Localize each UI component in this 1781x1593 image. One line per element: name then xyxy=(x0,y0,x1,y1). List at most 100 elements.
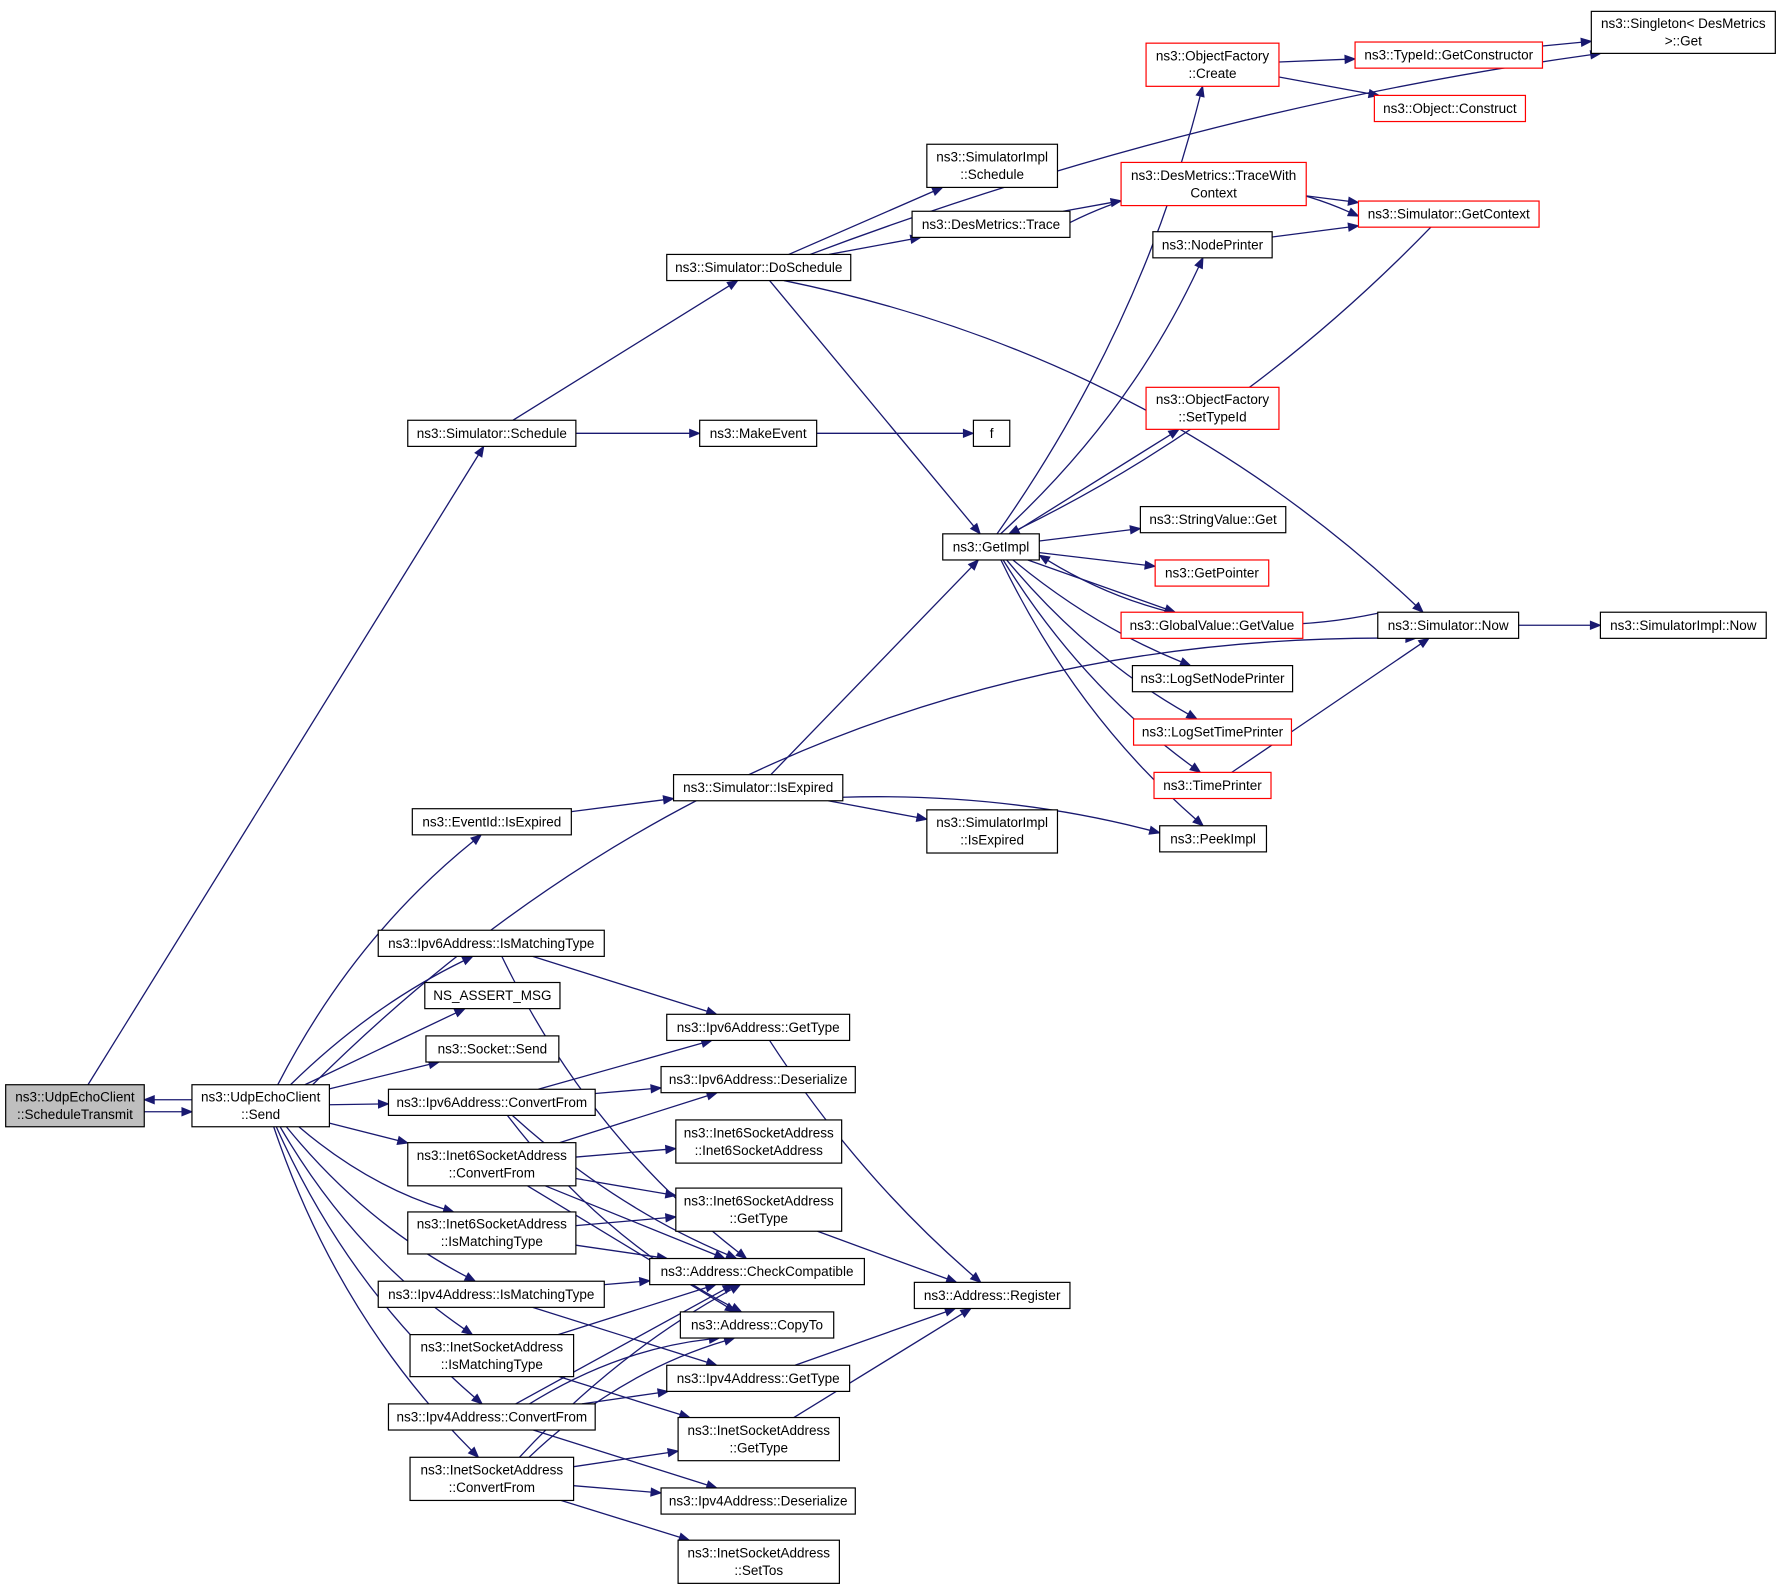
node-ipv6-ismatching[interactable]: ns3::Ipv6Address::IsMatchingType xyxy=(377,929,605,957)
node-label: ns3::ObjectFactory xyxy=(1156,48,1270,63)
node-label: ns3::MakeEvent xyxy=(710,426,807,441)
arrowhead xyxy=(463,1272,477,1282)
node-ipv6-gettype[interactable]: ns3::Ipv6Address::GetType xyxy=(666,1013,851,1042)
edge-inet-convertfrom-to-inet-gettype xyxy=(573,1447,680,1468)
node-simimpl-isexpired[interactable]: ns3::SimulatorImpl::IsExpired xyxy=(926,809,1059,854)
node-label: ns3::Address::CopyTo xyxy=(691,1317,823,1332)
node-addr-checkcompat[interactable]: ns3::Address::CheckCompatible xyxy=(649,1257,865,1286)
node-ipv4-gettype[interactable]: ns3::Ipv4Address::GetType xyxy=(666,1364,851,1393)
node-label: ns3::NodePrinter xyxy=(1162,237,1264,252)
node-box xyxy=(1357,200,1540,228)
node-desmetrics-trace[interactable]: ns3::DesMetrics::Trace xyxy=(911,210,1071,238)
node-inet-gettype[interactable]: ns3::InetSocketAddress::GetType xyxy=(677,1416,840,1462)
node-box xyxy=(913,1281,1071,1310)
node-inet-settos[interactable]: ns3::InetSocketAddress::SetTos xyxy=(677,1539,840,1584)
node-makeevent[interactable]: ns3::MakeEvent xyxy=(699,419,818,447)
edge-line xyxy=(290,960,464,1086)
edge-sim-isexpired-to-getimpl xyxy=(770,559,980,776)
node-simimpl-now[interactable]: ns3::SimulatorImpl::Now xyxy=(1599,611,1767,639)
node-logsettimeprinter[interactable]: ns3::LogSetTimePrinter xyxy=(1132,718,1293,746)
edge-line xyxy=(770,566,972,776)
edge-objfactory-create-to-typeid-getctor xyxy=(1278,54,1357,65)
node-object-construct[interactable]: ns3::Object::Construct xyxy=(1373,94,1527,123)
edge-inet-convertfrom-to-addr-checkcompat xyxy=(518,1283,742,1458)
node-f[interactable]: f xyxy=(972,419,1011,447)
node-inet-convertfrom[interactable]: ns3::InetSocketAddress::ConvertFrom xyxy=(409,1456,575,1502)
node-nodeprinter[interactable]: ns3::NodePrinter xyxy=(1152,231,1273,259)
node-ns-assert-msg[interactable]: NS_ASSERT_MSG xyxy=(424,981,561,1010)
node-inet6-ctor[interactable]: ns3::Inet6SocketAddress::Inet6SocketAddr… xyxy=(675,1119,843,1164)
node-eventid-isexpired[interactable]: ns3::EventId::IsExpired xyxy=(411,808,572,836)
node-singleton-get[interactable]: ns3::Singleton< DesMetrics>::Get xyxy=(1590,10,1776,54)
node-addr-copyto[interactable]: ns3::Address::CopyTo xyxy=(679,1311,835,1339)
edge-line xyxy=(561,1499,680,1538)
arrowhead xyxy=(474,445,485,458)
node-globalvalue-getvalue[interactable]: ns3::GlobalValue::GetValue xyxy=(1120,611,1304,639)
node-label: ns3::GetPointer xyxy=(1165,566,1259,581)
node-sim-doschedule[interactable]: ns3::Simulator::DoSchedule xyxy=(666,253,852,282)
edge-udp-send-to-udp-schedule xyxy=(142,1095,192,1105)
node-getpointer[interactable]: ns3::GetPointer xyxy=(1154,559,1270,587)
arrowhead xyxy=(1580,37,1593,48)
node-ipv4-deserialize[interactable]: ns3::Ipv4Address::Deserialize xyxy=(660,1487,856,1515)
node-inet6-convertfrom[interactable]: ns3::Inet6SocketAddress::ConvertFrom xyxy=(407,1142,577,1187)
edge-getimpl-to-getpointer xyxy=(1039,551,1157,570)
node-inet-ismatching[interactable]: ns3::InetSocketAddress::IsMatchingType xyxy=(409,1334,575,1378)
node-sim-getcontext[interactable]: ns3::Simulator::GetContext xyxy=(1357,200,1540,228)
node-label: ns3::Ipv4Address::ConvertFrom xyxy=(397,1409,588,1424)
edge-line xyxy=(573,1485,652,1493)
edge-line xyxy=(515,1288,725,1405)
node-logsetnodeprinter[interactable]: ns3::LogSetNodePrinter xyxy=(1131,665,1294,693)
node-box xyxy=(666,1013,851,1042)
node-label: ns3::SimulatorImpl xyxy=(936,150,1048,165)
edge-sim-now-to-simimpl-now xyxy=(1518,620,1602,631)
node-peekimpl[interactable]: ns3::PeekImpl xyxy=(1159,825,1268,853)
node-objfactory-settypeid[interactable]: ns3::ObjectFactory::SetTypeId xyxy=(1145,386,1280,430)
node-simimpl-schedule[interactable]: ns3::SimulatorImpl::Schedule xyxy=(926,143,1059,189)
node-udp-send[interactable]: ns3::UdpEchoClient::Send xyxy=(191,1084,330,1128)
edge-getimpl-to-objfactory-settypeid xyxy=(1011,428,1181,535)
node-objfactory-create[interactable]: ns3::ObjectFactory::Create xyxy=(1145,42,1280,87)
edge-line xyxy=(527,1185,728,1308)
arrowhead xyxy=(650,1487,663,1497)
edge-ipv6-convertfrom-to-ipv6-deserialize xyxy=(595,1084,663,1095)
node-addr-register[interactable]: ns3::Address::Register xyxy=(913,1281,1071,1310)
node-inet6-gettype[interactable]: ns3::Inet6SocketAddress::GetType xyxy=(675,1187,843,1232)
arrowhead xyxy=(1129,525,1142,535)
arrowhead xyxy=(1346,207,1360,217)
node-getimpl[interactable]: ns3::GetImpl xyxy=(942,533,1040,561)
node-timeprinter[interactable]: ns3::TimePrinter xyxy=(1153,771,1272,800)
node-sim-now[interactable]: ns3::Simulator::Now xyxy=(1377,611,1520,639)
edge-getimpl-to-logsettimeprinter xyxy=(1006,559,1199,720)
arrowhead xyxy=(1417,637,1431,649)
node-socket-send[interactable]: ns3::Socket::Send xyxy=(425,1035,560,1063)
node-ipv6-deserialize[interactable]: ns3::Ipv6Address::Deserialize xyxy=(660,1065,856,1094)
node-inet6-ismatching[interactable]: ns3::Inet6SocketAddress::IsMatchingType xyxy=(407,1211,577,1255)
node-label: ns3::Simulator::IsExpired xyxy=(683,780,833,795)
edge-line xyxy=(1000,266,1200,535)
node-box xyxy=(407,1211,577,1255)
edge-getimpl-to-nodeprinter xyxy=(1000,256,1204,535)
node-udp-schedule: ns3::UdpEchoClient::ScheduleTransmit xyxy=(5,1084,145,1128)
node-sim-schedule[interactable]: ns3::Simulator::Schedule xyxy=(407,419,577,447)
arrowhead xyxy=(735,1248,748,1260)
node-label: ::ConvertFrom xyxy=(449,1165,535,1180)
node-box xyxy=(1599,611,1767,639)
node-typeid-getctor[interactable]: ns3::TypeId::GetConstructor xyxy=(1354,41,1544,69)
node-label: ::SetTypeId xyxy=(1178,410,1246,425)
node-ipv6-convertfrom[interactable]: ns3::Ipv6Address::ConvertFrom xyxy=(387,1088,596,1116)
node-ipv4-convertfrom[interactable]: ns3::Ipv4Address::ConvertFrom xyxy=(387,1403,596,1431)
edge-sim-schedule-to-makeevent xyxy=(575,428,702,439)
arrowhead xyxy=(969,522,982,535)
node-label: ::IsMatchingType xyxy=(441,1357,543,1372)
node-label: ns3::Ipv4Address::Deserialize xyxy=(669,1494,848,1509)
node-ipv4-ismatching[interactable]: ns3::Ipv4Address::IsMatchingType xyxy=(377,1280,605,1308)
arrowhead xyxy=(650,1084,663,1094)
edge-line xyxy=(329,1103,379,1106)
node-sim-isexpired[interactable]: ns3::Simulator::IsExpired xyxy=(672,774,844,802)
edge-line xyxy=(304,1012,457,1086)
node-stringvalue-get[interactable]: ns3::StringValue::Get xyxy=(1139,505,1287,534)
edge-line xyxy=(571,799,664,813)
node-box xyxy=(1145,42,1280,87)
